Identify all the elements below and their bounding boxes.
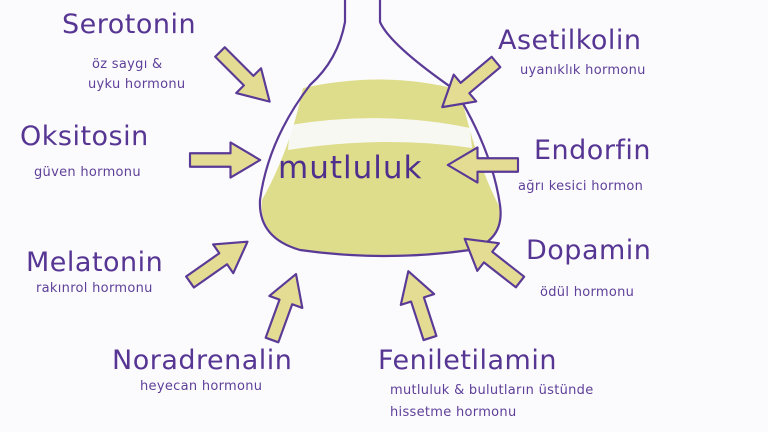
arrow-melatonin — [185, 240, 249, 289]
hormone-desc-asetilkolin: uyanıklık hormonu — [520, 63, 646, 78]
arrows — [185, 46, 526, 344]
hormone-name-endorfin: Endorfin — [534, 135, 652, 166]
hormone-desc-serotonin-2: uyku hormonu — [88, 77, 186, 92]
hormone-name-oksitosin: Oksitosin — [20, 121, 149, 152]
hormone-name-noradrenalin: Noradrenalin — [112, 345, 293, 376]
flask-highlight — [288, 118, 472, 150]
hormone-name-dopamin: Dopamin — [526, 235, 652, 266]
hormone-desc-dopamin: ödül hormonu — [540, 285, 635, 300]
arrow-serotonin — [214, 46, 271, 103]
hormone-desc-melatonin: rakınrol hormonu — [36, 281, 153, 296]
hormone-name-feniletilamin: Feniletilamin — [378, 345, 557, 376]
arrow-endorfin — [446, 146, 520, 184]
hormone-name-asetilkolin: Asetilkolin — [498, 25, 642, 56]
hormone-desc-feniletilamin-1: mutluluk & bulutların üstünde — [390, 383, 594, 398]
hormone-name-serotonin: Serotonin — [62, 9, 197, 40]
hormone-name-melatonin: Melatonin — [26, 247, 164, 278]
arrow-asetilkolin — [441, 55, 502, 109]
hormone-desc-noradrenalin: heyecan hormonu — [140, 379, 263, 394]
hormone-desc-oksitosin: güven hormonu — [34, 165, 141, 180]
arrow-noradrenalin — [264, 272, 304, 344]
hormone-desc-feniletilamin-2: hissetme hormonu — [390, 405, 517, 420]
arrow-feniletilamin — [399, 270, 438, 342]
center-label: mutluluk — [278, 150, 423, 186]
arrow-oksitosin — [188, 141, 262, 179]
hormone-desc-endorfin: ağrı kesici hormon — [518, 179, 644, 194]
arrow-dopamin — [463, 237, 526, 289]
flask — [258, 0, 502, 258]
hormone-desc-serotonin-1: öz saygı & — [92, 57, 163, 72]
